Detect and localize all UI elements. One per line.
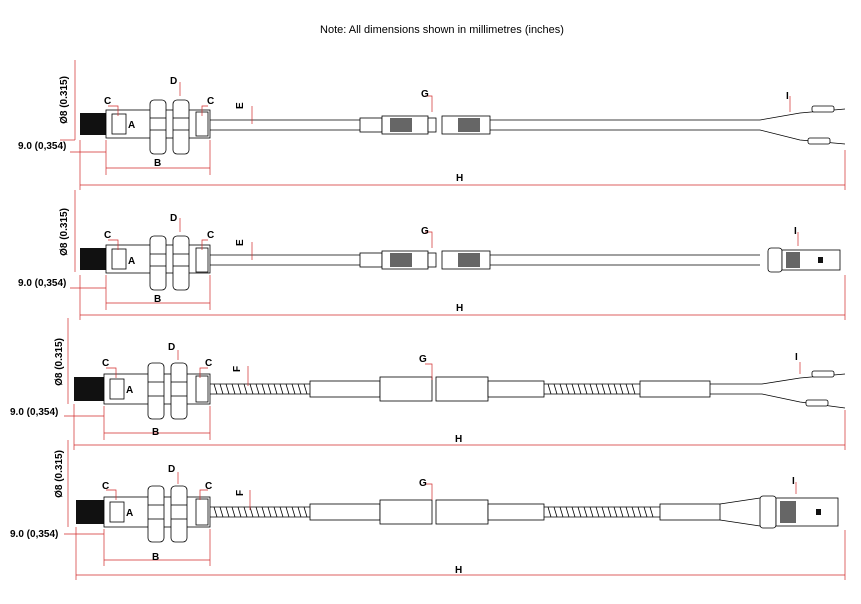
label-i: I	[786, 91, 789, 102]
label-h: H	[456, 303, 463, 314]
diameter-dimension: Ø8 (0.315)	[59, 76, 70, 124]
hex-nut	[172, 99, 190, 155]
units-note: Note: All dimensions shown in millimetre…	[320, 24, 564, 36]
label-i: I	[794, 226, 797, 237]
label-a: A	[126, 508, 133, 519]
length-dimension: 9.0 (0,354)	[10, 529, 58, 540]
label-c: C	[205, 481, 212, 492]
length-dimension: 9.0 (0,354)	[10, 407, 58, 418]
variant-3: Ø8 (0.315) 9.0 (0,354) A B C D C F G H I	[10, 318, 846, 450]
label-f: F	[232, 366, 243, 372]
sensor-tip	[80, 113, 106, 135]
label-i: I	[795, 352, 798, 363]
length-dimension: 9.0 (0,354)	[18, 141, 66, 152]
diameter-dimension: Ø8 (0.315)	[54, 450, 65, 498]
label-c: C	[104, 96, 111, 107]
label-c: C	[104, 230, 111, 241]
diameter-dimension: Ø8 (0.315)	[59, 208, 70, 256]
label-c: C	[205, 358, 212, 369]
armour-coil	[213, 383, 308, 395]
length-dimension: 9.0 (0,354)	[18, 278, 66, 289]
label-b: B	[152, 427, 159, 438]
label-c: C	[207, 96, 214, 107]
label-e: E	[235, 239, 246, 246]
label-d: D	[168, 464, 175, 475]
label-c: C	[207, 230, 214, 241]
label-h: H	[455, 434, 462, 445]
hex-nut	[149, 99, 167, 155]
label-b: B	[152, 552, 159, 563]
label-b: B	[154, 158, 161, 169]
label-g: G	[419, 354, 427, 365]
label-i: I	[792, 476, 795, 487]
label-g: G	[421, 89, 429, 100]
label-d: D	[168, 342, 175, 353]
label-c: C	[102, 358, 109, 369]
label-g: G	[421, 226, 429, 237]
transition-sleeve	[379, 376, 433, 402]
label-h: H	[455, 565, 462, 576]
label-d: D	[170, 76, 177, 87]
variant-4: Ø8 (0.315) 9.0 (0,354) A B C D C F G H I	[10, 440, 846, 580]
label-a: A	[126, 385, 133, 396]
variant-2: Ø8 (0.315) 9.0 (0,354) A B C D C E G H I	[18, 190, 846, 320]
label-b: B	[154, 294, 161, 305]
label-f: F	[235, 490, 246, 496]
label-a: A	[128, 256, 135, 267]
label-c: C	[102, 481, 109, 492]
label-a: A	[128, 120, 135, 131]
variant-1: Ø8 (0.315) 9.0 (0,354) A B C D C E G H I	[18, 60, 846, 190]
label-d: D	[170, 213, 177, 224]
diameter-dimension: Ø8 (0.315)	[54, 338, 65, 386]
label-e: E	[235, 102, 246, 109]
label-g: G	[419, 478, 427, 489]
label-h: H	[456, 173, 463, 184]
